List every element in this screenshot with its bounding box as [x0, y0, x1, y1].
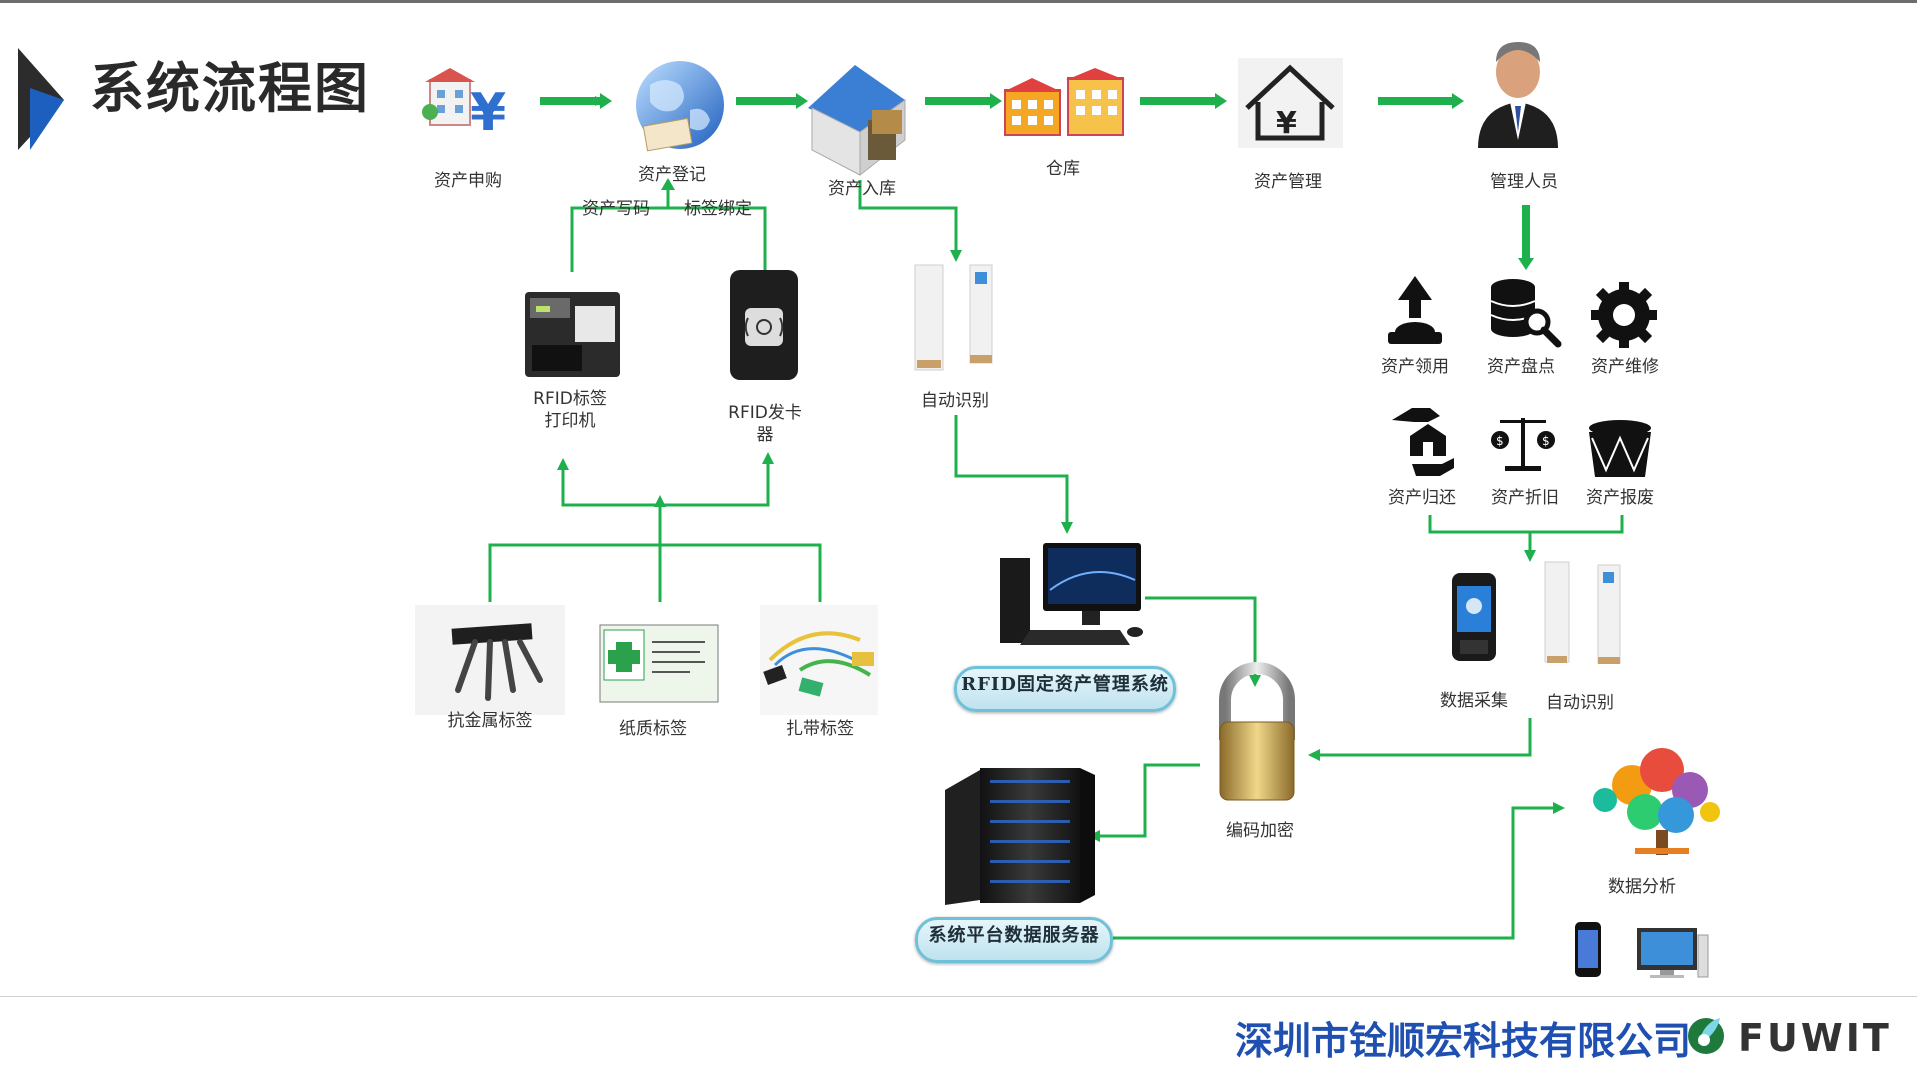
top-arrowheads — [600, 93, 1534, 270]
label-auto-identify-2: 自动识别 — [1546, 693, 1614, 713]
monitor-icon — [1637, 928, 1709, 978]
label-asset-depreciation: 资产折旧 — [1491, 488, 1559, 508]
label-auto-identify: 自动识别 — [921, 391, 989, 411]
svg-text:¥: ¥ — [470, 83, 506, 143]
svg-text:$: $ — [1542, 434, 1550, 448]
label-asset-register: 资产登记 — [638, 165, 706, 185]
lock-icon — [1219, 662, 1295, 801]
label-asset-scrap: 资产报废 — [1586, 488, 1654, 508]
label-data-collect: 数据采集 — [1440, 691, 1508, 711]
return-hands-icon — [1392, 408, 1454, 476]
metal-tag-icon — [415, 605, 565, 715]
asset-manage-icon: ¥ — [1238, 58, 1343, 148]
server-platform-button[interactable]: 系统平台数据服务器 — [915, 917, 1113, 963]
brand-name: FUWIT — [1738, 1016, 1892, 1060]
label-rfid-printer: RFID标签打印机 — [533, 389, 607, 431]
rfid-gate-2-icon — [1544, 561, 1621, 664]
top-border — [0, 0, 1917, 3]
warehouse-house-icon — [808, 65, 906, 177]
connector-lines — [488, 180, 1624, 940]
label-asset-purchase: 资产申购 — [434, 171, 502, 191]
receive-icon — [1388, 276, 1442, 344]
top-flow-arrows — [540, 96, 1530, 262]
manager-person-icon — [1478, 42, 1558, 148]
repair-gear-icon — [1591, 282, 1657, 348]
footer-divider — [0, 996, 1917, 997]
label-asset-inventory: 资产盘点 — [1487, 357, 1555, 377]
svg-text:$: $ — [1496, 434, 1504, 448]
svg-text:¥: ¥ — [1276, 106, 1297, 141]
paper-tag-icon — [599, 624, 719, 703]
rfid-printer-icon — [525, 292, 620, 377]
label-rfid-card-issuer: RFID发卡器 — [728, 403, 802, 445]
label-metal-tag: 抗金属标签 — [447, 711, 533, 731]
label-asset-inbound: 资产入库 — [828, 179, 896, 199]
globe-icon — [636, 61, 724, 152]
data-analysis-icon — [1593, 748, 1720, 855]
purchase-icon: ¥ — [422, 68, 506, 143]
label-data-analysis: 数据分析 — [1608, 877, 1676, 897]
label-bind-tag: 标签绑定 — [684, 199, 752, 219]
fuwit-logo-icon — [1688, 1018, 1724, 1054]
server-rack-icon — [945, 768, 1095, 905]
label-manager: 管理人员 — [1490, 172, 1558, 192]
page-title: 系统流程图 — [90, 57, 370, 120]
label-asset-repair: 资产维修 — [1591, 357, 1659, 377]
label-paper-tag: 纸质标签 — [619, 719, 687, 739]
smartphone-icon — [1575, 922, 1601, 977]
rfid-card-issuer-icon — [730, 270, 798, 380]
asset-system-button[interactable]: RFID固定资产管理系统 — [954, 666, 1176, 712]
label-cable-tie-tag: 扎带标签 — [786, 719, 854, 739]
handheld-terminal-icon — [1452, 573, 1496, 661]
scrap-bin-icon — [1589, 420, 1651, 477]
connector-arrowheads — [557, 178, 1565, 842]
label-asset-receive: 资产领用 — [1381, 357, 1449, 377]
warehouse-buildings-icon — [1003, 68, 1125, 136]
rfid-gate-icon — [914, 264, 993, 371]
label-write-code: 资产写码 — [582, 199, 650, 219]
cable-tie-tag-icon — [760, 605, 878, 715]
label-asset-return: 资产归还 — [1388, 488, 1456, 508]
label-warehouse: 仓库 — [1046, 159, 1080, 179]
depreciation-scale-icon: $ $ — [1491, 418, 1555, 471]
computer-icon — [1000, 543, 1143, 645]
company-name: 深圳市铨顺宏科技有限公司 — [1235, 1019, 1692, 1063]
label-asset-manage: 资产管理 — [1254, 172, 1322, 192]
label-encrypt: 编码加密 — [1226, 821, 1294, 841]
logo-chevron-icon — [18, 48, 64, 150]
inventory-database-icon — [1490, 279, 1562, 348]
